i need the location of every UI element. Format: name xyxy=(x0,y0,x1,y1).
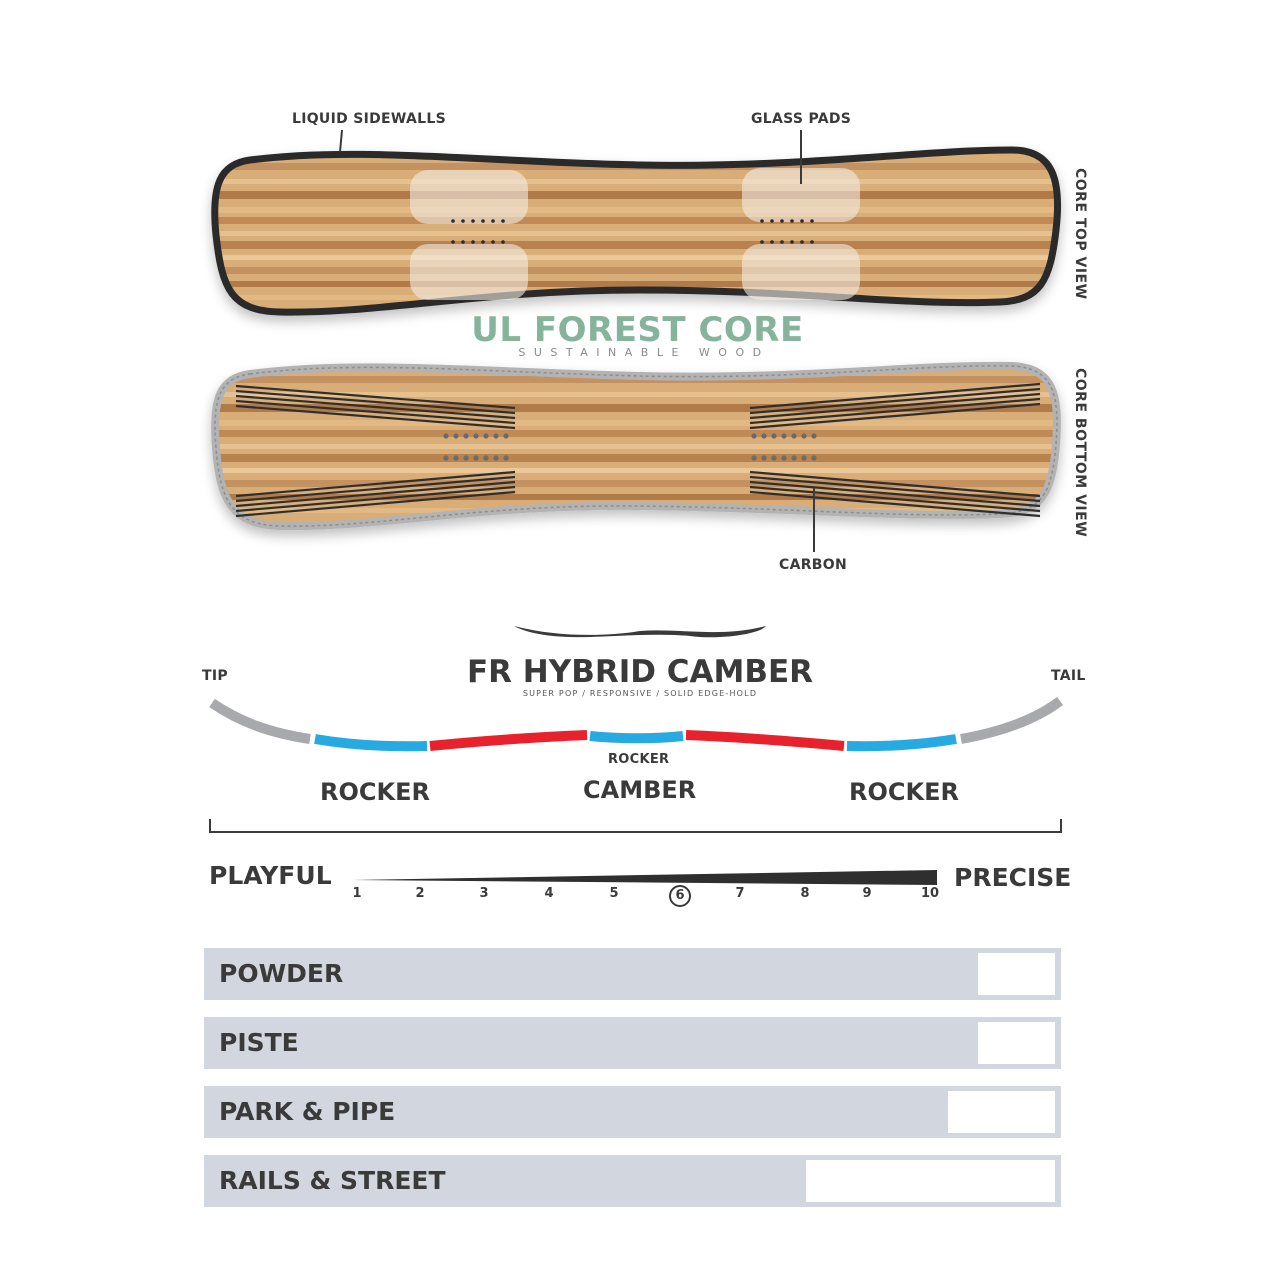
left-camber-zone xyxy=(429,730,588,751)
core-top-board xyxy=(211,146,1062,316)
tail-zone xyxy=(960,696,1064,744)
terrain-label: POWDER xyxy=(219,959,344,988)
terrain-label: PARK & PIPE xyxy=(219,1097,396,1126)
glass-pads-label: GLASS PADS xyxy=(751,111,852,127)
core-title-block: UL FOREST CORE SUSTAINABLE WOOD xyxy=(0,310,1280,359)
flex-tick: 10 xyxy=(920,886,940,901)
camber-profile-diagram xyxy=(209,626,1064,833)
flex-tick: 8 xyxy=(800,886,810,901)
flex-tick: 3 xyxy=(479,886,489,901)
board-side-silhouette xyxy=(514,626,766,638)
terrain-bar-empty xyxy=(977,953,1055,995)
tail-label: TAIL xyxy=(1051,668,1086,684)
terrain-bar-empty xyxy=(977,1022,1055,1064)
carbon-label: CARBON xyxy=(779,557,847,573)
terrain-bar-rails-street: RAILS & STREET xyxy=(204,1155,1061,1207)
center-rocker-label: ROCKER xyxy=(608,752,670,767)
flex-tick: 4 xyxy=(544,886,554,901)
flex-tick: 9 xyxy=(862,886,872,901)
profile-title: FR HYBRID CAMBER xyxy=(466,654,814,690)
right-rocker-zone xyxy=(846,734,957,752)
insert-holes-bottom xyxy=(443,433,817,461)
terrain-bar-piste: PISTE xyxy=(204,1017,1061,1069)
insert-holes-top xyxy=(451,219,814,244)
liquid-sidewalls-label: LIQUID SIDEWALLS xyxy=(292,111,446,127)
left-rocker-zone xyxy=(314,734,428,752)
carbon-stringers xyxy=(235,382,1041,518)
flex-tick: 5 xyxy=(609,886,619,901)
terrain-bar-empty xyxy=(947,1091,1055,1133)
right-camber-zone xyxy=(685,730,845,751)
flex-wedge xyxy=(352,870,937,885)
flex-playful-label: PLAYFUL xyxy=(209,861,332,890)
core-title: UL FOREST CORE xyxy=(471,310,804,350)
profile-subtitle: SUPER POP / RESPONSIVE / SOLID EDGE-HOLD xyxy=(522,689,758,698)
left-rocker-label: ROCKER xyxy=(320,778,430,806)
terrain-bar-powder: POWDER xyxy=(204,948,1061,1000)
glass-pads xyxy=(410,168,860,300)
core-illustration xyxy=(211,129,1062,552)
profile-title-block: FR HYBRID CAMBER SUPER POP / RESPONSIVE … xyxy=(0,654,1280,698)
tip-zone xyxy=(209,698,311,744)
core-top-view-label: CORE TOP VIEW xyxy=(1072,168,1088,300)
flex-tick: 7 xyxy=(735,886,745,901)
flex-ticks: 1 2 3 4 5 6 7 8 9 10 xyxy=(0,885,1280,908)
liquid-sidewalls-callout-line xyxy=(339,129,343,153)
flex-tick: 2 xyxy=(415,886,425,901)
core-bottom-view-label: CORE BOTTOM VIEW xyxy=(1072,368,1088,538)
tip-label: TIP xyxy=(202,668,228,684)
core-subtitle: SUSTAINABLE WOOD xyxy=(518,346,770,359)
terrain-bar-park-pipe: PARK & PIPE xyxy=(204,1086,1061,1138)
length-bracket xyxy=(209,819,1062,833)
flex-precise-label: PRECISE xyxy=(954,863,1072,892)
flex-tick: 1 xyxy=(352,886,362,901)
right-rocker-label: ROCKER xyxy=(849,778,959,806)
terrain-label: RAILS & STREET xyxy=(219,1166,446,1195)
flex-tick-selected: 6 xyxy=(665,885,695,907)
center-rocker-zone xyxy=(589,731,684,744)
camber-label: CAMBER xyxy=(583,776,697,804)
terrain-label: PISTE xyxy=(219,1028,299,1057)
terrain-bar-empty xyxy=(806,1160,1055,1202)
